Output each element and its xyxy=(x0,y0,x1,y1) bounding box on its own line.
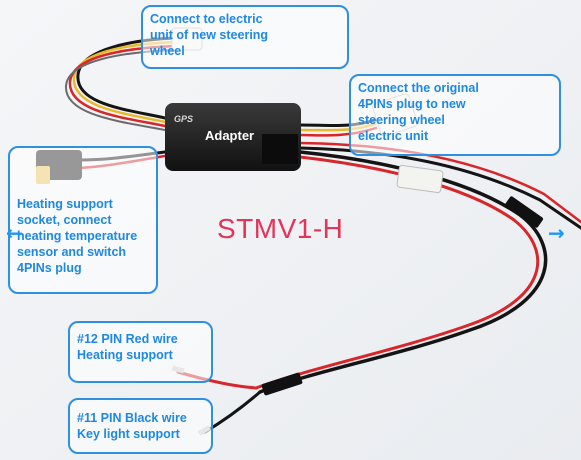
arrow-left-icon: ← xyxy=(6,221,23,245)
adapter-module: GPS xyxy=(165,103,301,171)
callout-heating-socket: Heating support socket, connect heating … xyxy=(8,146,158,294)
callout-electric-unit: Connect to electric unit of new steering… xyxy=(141,5,349,69)
adapter-brand: GPS xyxy=(174,114,193,124)
model-title: STMV1-H xyxy=(217,213,344,244)
arrow-right-icon: → xyxy=(548,221,565,245)
callout-pin12: #12 PIN Red wire Heating support xyxy=(68,321,213,383)
connector-middle xyxy=(396,164,444,194)
callout-pin11: #11 PIN Black wire Key light support xyxy=(68,398,213,454)
callout-original-plug: Connect the original 4PINs plug to new s… xyxy=(349,74,561,156)
wire-bundle-top xyxy=(64,36,177,131)
adapter-label: Adapter xyxy=(205,128,255,143)
